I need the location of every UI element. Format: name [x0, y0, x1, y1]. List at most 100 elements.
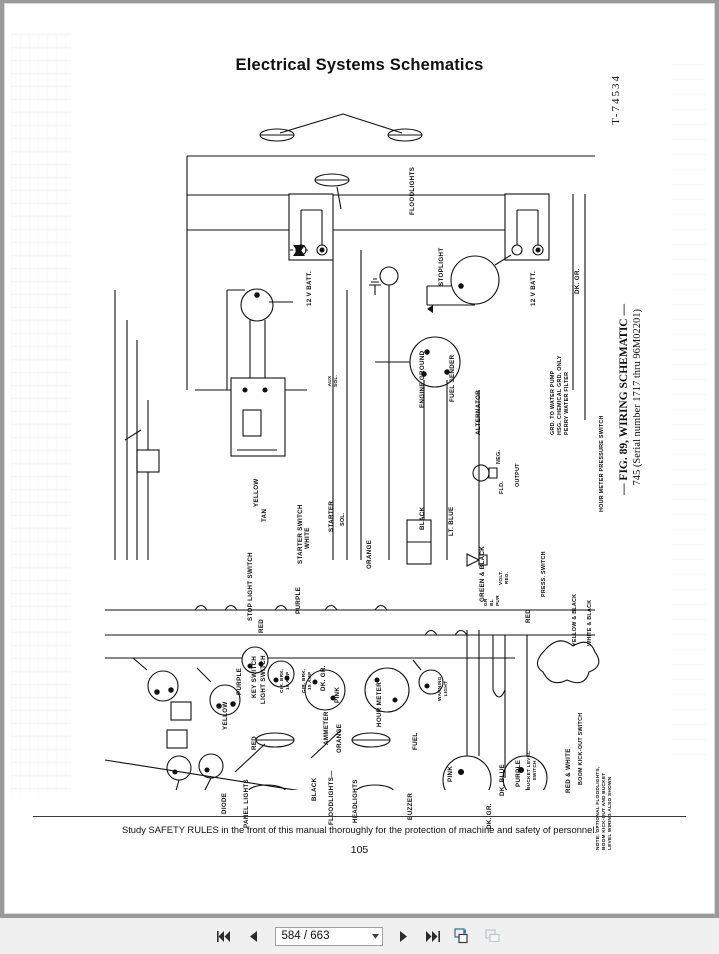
schematic-label: PINK	[447, 765, 454, 782]
schematic-label: RED	[525, 608, 532, 623]
scan-artifact-left	[11, 34, 71, 794]
page-dropdown-caret[interactable]	[369, 928, 382, 945]
schematic-label: 12 V BATT.	[530, 270, 537, 306]
schematic-label: SOL.	[340, 512, 346, 526]
schematic-label: 12 V BATT.	[306, 270, 313, 306]
schematic-label-line: SWITCH	[532, 760, 538, 781]
schematic-label: AMMETER	[323, 711, 330, 745]
schematic-label: PURPLE	[515, 759, 522, 787]
schematic-label: RED & WHITE	[565, 748, 572, 793]
schematic-label: YELLOW & BLACK	[572, 593, 578, 646]
schematic-label: ORANGE	[336, 723, 343, 753]
schematic-label-line: CIR. BRK.	[280, 668, 285, 693]
schematic-label: RED	[258, 618, 265, 633]
fit-width-button[interactable]	[483, 926, 505, 946]
schematic-label: WHITE & BLACK	[587, 599, 593, 646]
schematic-label: NOTE: OPTIONAL FLOODLIGHTS,	[596, 766, 601, 850]
first-page-icon	[217, 930, 230, 942]
schematic-label-line: SOL.	[333, 375, 339, 387]
schematic-label: STOPLIGHT	[438, 247, 445, 286]
schematic-label-line: AUX	[328, 375, 333, 387]
previous-page-button[interactable]	[244, 926, 264, 946]
schematic-label: YELLOW	[253, 478, 260, 507]
page-navigation-toolbar	[0, 918, 719, 954]
schematic-label: VOLT.REG.	[499, 571, 510, 585]
schematic-label: BOOM KICK-OUT SWITCH	[578, 712, 584, 785]
page-title: Electrical Systems Schematics	[235, 56, 484, 74]
schematic-label: PURPLE	[295, 586, 302, 614]
schematic-label: PERRY WATER FILTER	[564, 371, 570, 435]
figure-caption-line2: 745 (Serial number 1717 thru 96M02201)	[632, 309, 643, 486]
schematic-label: PRESS. SWITCH	[541, 551, 547, 597]
schematic-label-line: 15 AMP	[307, 671, 313, 690]
schematic-label: FLOODLIGHTS	[409, 166, 416, 215]
chevron-down-icon	[371, 933, 379, 939]
fit-width-icon	[485, 929, 500, 943]
schematic-label: OUTPUT	[515, 463, 521, 487]
schematic-label: BL	[490, 599, 495, 606]
schematic-label: GR	[484, 598, 489, 606]
schematic-label: DK. BLUE	[499, 763, 506, 796]
schematic-label: FUEL	[412, 732, 419, 750]
schematic-label: RED	[251, 735, 258, 750]
schematic-label: KEY SWITCH	[251, 655, 258, 698]
schematic-label: PURPLE	[236, 667, 243, 695]
schematic-label: TAN	[261, 508, 268, 522]
schematic-label: HOUR METER PRESSURE SWITCH	[599, 415, 605, 512]
schematic-label: LIGHT SWITCH	[260, 655, 267, 704]
schematic-label: NEG.	[496, 449, 502, 464]
schematic-label: LT. BLUE	[448, 506, 455, 537]
chevron-right-icon	[400, 930, 407, 942]
document-viewport[interactable]: Electrical Systems Schematics T-74534 — …	[0, 0, 719, 918]
schematic-label: PINK	[334, 686, 341, 703]
schematic-label: BLACK	[311, 777, 318, 801]
schematic-label: DK. GR.	[320, 665, 327, 691]
schematic-label: PUR	[496, 595, 501, 606]
schematic-label: FUEL SENDER	[449, 354, 456, 402]
wiring-schematic-figure: FLOODLIGHTS STOPLIGHT 12 V BATT. 12 V BATT.…	[75, 90, 613, 850]
schematic-label: LEVEL WIRING ALSO SHOWN	[608, 776, 613, 850]
schematic-label: ALTERNATOR	[475, 389, 482, 435]
schematic-label: BOOM KICK-OUT AND BUCKET	[602, 772, 607, 850]
schematic-label: GREEN & BLACK	[479, 545, 486, 602]
schematic-label: DK. GR.	[574, 268, 581, 294]
fit-page-button[interactable]	[452, 926, 474, 946]
schematic-label: ENGINE GROUND	[419, 350, 426, 409]
next-page-button[interactable]	[394, 926, 414, 946]
schematic-label: YELLOW	[222, 701, 229, 730]
schematic-label: HSG. CHEMICAL GRD. ONLY	[557, 355, 563, 435]
document-page: Electrical Systems Schematics T-74534 — …	[4, 3, 715, 914]
first-page-button[interactable]	[215, 926, 235, 946]
schematic-label: HOUR METER	[376, 681, 383, 727]
schematic-label: BLACK	[419, 506, 426, 530]
schematic-label-line: LIGHT	[443, 681, 449, 697]
schematic-label: STARTER	[328, 500, 335, 532]
figure-caption-line1-text: — FIG. 89, WIRING SCHEMATIC —	[618, 304, 630, 495]
schematic-label-line: 10 AMP	[285, 671, 291, 690]
scan-artifact-right	[672, 64, 706, 764]
schematic-label-line: CIR. BRK.	[302, 668, 307, 693]
safety-note: Study SAFETY RULES in the front of this …	[121, 824, 598, 835]
schematic-label: GRD. TO WATER PUMP	[550, 370, 556, 436]
schematic-label-line: WARNING	[438, 676, 443, 701]
last-page-button[interactable]	[423, 926, 443, 946]
schematic-label: ORANGE	[366, 539, 373, 569]
page-number-field[interactable]	[274, 926, 383, 946]
schematic-label: STARTER SWITCH	[297, 504, 304, 564]
footer-divider	[33, 816, 686, 817]
last-page-icon	[426, 930, 440, 942]
schematic-label: FLD.	[499, 481, 505, 494]
schematic-label: WHITE	[304, 527, 311, 549]
fit-page-icon	[454, 928, 468, 944]
schematic-label-line: VOLT.	[499, 570, 504, 585]
schematic-label: PANEL LIGHTS	[243, 778, 250, 828]
schematic-label: CIR. BRK.10 AMP	[280, 669, 291, 693]
page-folio-number: 105	[350, 844, 369, 856]
page-number-input[interactable]	[275, 930, 369, 942]
schematic-label: CIR. BRK.15 AMP	[302, 669, 313, 693]
chevron-left-icon	[250, 930, 257, 942]
